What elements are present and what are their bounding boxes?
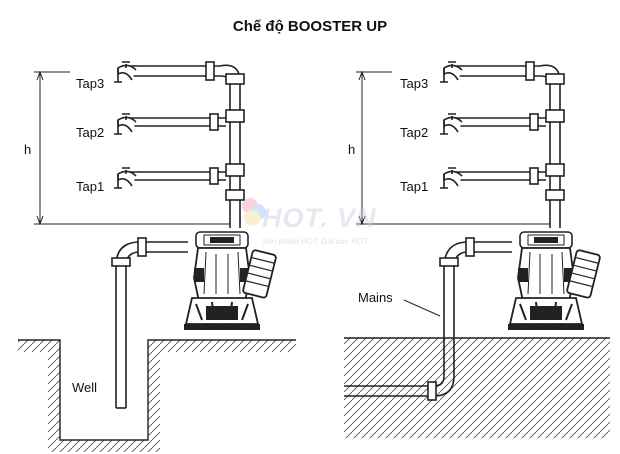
left-suction-pipe — [111, 237, 188, 409]
left-ground — [18, 339, 296, 452]
left-source-label: Well — [72, 380, 98, 395]
right-mains-pipe — [344, 237, 512, 401]
right-faucet-icons — [439, 61, 463, 189]
right-riser-pipe — [456, 61, 565, 228]
diagram-title: Chế độ BOOSTER UP — [232, 18, 388, 35]
right-tap3-label: Tap3 — [400, 76, 429, 91]
right-pump — [507, 231, 602, 331]
left-tap3-label: Tap3 — [76, 76, 105, 91]
right-height-label: h — [348, 142, 356, 157]
left-height-dimension — [34, 70, 230, 226]
right-tap2-label: Tap2 — [400, 125, 429, 140]
left-height-label: h — [24, 142, 32, 157]
mains-leader-line — [403, 299, 441, 317]
watermark-text: HOT. VN — [262, 203, 377, 233]
left-faucet-icons — [113, 61, 137, 189]
right-ground — [344, 337, 610, 438]
right-tap1-label: Tap1 — [400, 179, 429, 194]
left-tap2-label: Tap2 — [76, 125, 105, 140]
left-tap1-label: Tap1 — [76, 179, 105, 194]
left-riser-pipe — [130, 61, 245, 228]
right-source-label: Mains — [358, 290, 393, 305]
right-height-dimension — [356, 70, 550, 226]
watermark-subtext: Sản phẩm HOT, Giá cực HOT — [262, 237, 369, 246]
watermark-logo-icon — [242, 198, 266, 226]
left-pump — [183, 231, 278, 331]
